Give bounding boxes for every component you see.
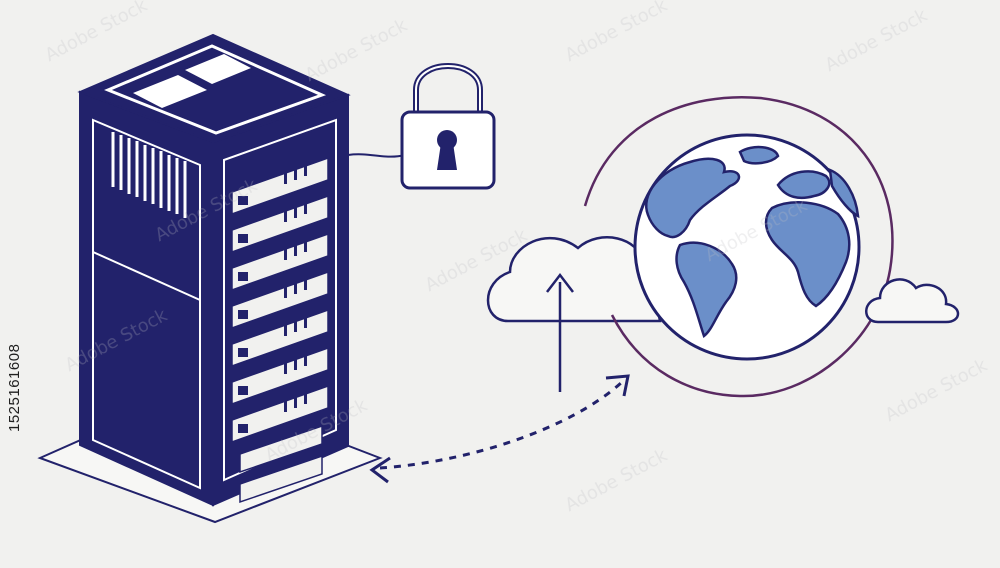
drive-bay-grip	[284, 360, 287, 374]
drive-bay-grip	[304, 352, 307, 366]
drive-bay-grip	[294, 242, 297, 256]
drive-bay-grip	[294, 166, 297, 180]
drive-bay-grip	[284, 398, 287, 412]
dashed-two-way-arrow-icon	[369, 374, 630, 484]
drive-bay-led	[238, 386, 248, 395]
drive-bay-grip	[304, 314, 307, 328]
drive-bay-led	[238, 348, 248, 357]
lock-connector-line	[347, 153, 406, 158]
drive-bay-led	[238, 310, 248, 319]
blank-bay	[239, 454, 323, 504]
drive-bay-led	[238, 272, 248, 281]
globe-icon	[633, 133, 861, 361]
padlock-icon	[400, 63, 496, 190]
drive-bay-grip	[294, 280, 297, 294]
drive-bay-grip	[284, 322, 287, 336]
drive-bay-grip	[284, 170, 287, 184]
upload-arrow-icon	[546, 272, 574, 392]
drive-bay-grip	[284, 208, 287, 222]
drive-bay-grip	[294, 318, 297, 332]
cloud-icon	[486, 236, 662, 323]
drive-bay-grip	[304, 238, 307, 252]
stock-id-label: 1525161608	[6, 343, 23, 433]
drive-bay-led	[238, 424, 248, 433]
small-cloud-icon	[865, 278, 960, 324]
orbit-ring	[583, 96, 894, 398]
drive-bay-grip	[294, 204, 297, 218]
drive-bay-grip	[304, 276, 307, 290]
drive-bay-grip	[304, 390, 307, 404]
drive-bay-grip	[304, 162, 307, 176]
blank-bay	[239, 424, 323, 474]
drive-bay-grip	[304, 200, 307, 214]
drive-bay-led	[238, 234, 248, 243]
drive-bay-grip	[294, 356, 297, 370]
drive-bay-grip	[284, 246, 287, 260]
drive-bay-grip	[284, 284, 287, 298]
drive-bay-led	[238, 196, 248, 205]
server-drive-bays	[231, 156, 329, 504]
drive-bay-grip	[294, 394, 297, 408]
